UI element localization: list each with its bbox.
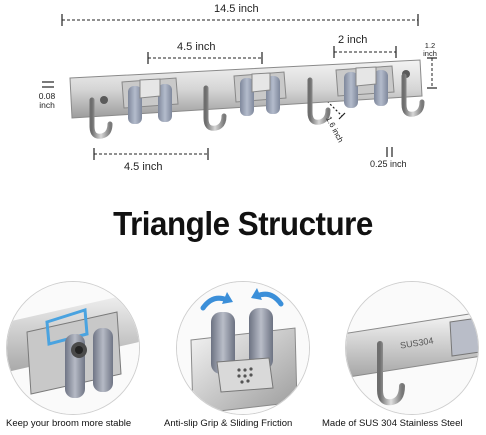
dim-total-length: 14.5 inch [214, 3, 259, 15]
mop-holder-illustration [69, 59, 425, 139]
caption-grip: Anti-slip Grip & Sliding Friction [164, 418, 293, 429]
product-diagram: 14.5 inch 4.5 inch 2 inch 1.2 inch 0.08 … [0, 0, 486, 200]
mop-clip-1 [121, 77, 179, 124]
feature-circle-material: SUS304 [345, 281, 479, 415]
mop-clip-2 [233, 71, 287, 116]
caption-stability: Keep your broom more stable [6, 418, 132, 429]
dim-height: 1.2 inch [420, 42, 440, 58]
dim-clip-spacing-top: 4.5 inch [177, 41, 216, 53]
feature-circle-stability [6, 281, 140, 415]
headline: Triangle Structure [113, 205, 373, 242]
dim-thickness: 0.08 inch [33, 92, 61, 110]
dim-height-unit: inch [423, 49, 437, 58]
dim-clip-width: 2 inch [338, 34, 368, 46]
caption-material: Made of SUS 304 Stainless Steel [322, 418, 463, 429]
dim-clip-spacing-bottom: 4.5 inch [124, 161, 163, 173]
mop-clip-3 [335, 65, 395, 108]
feature-circle-grip [176, 281, 310, 415]
dim-hook-thickness: 0.25 inch [370, 159, 407, 169]
dim-height-value: 1.2 [424, 41, 436, 50]
dimension-lines [42, 14, 437, 160]
dim-thickness-unit: inch [39, 100, 55, 110]
dim-thickness-value: 0.08 [38, 91, 56, 101]
